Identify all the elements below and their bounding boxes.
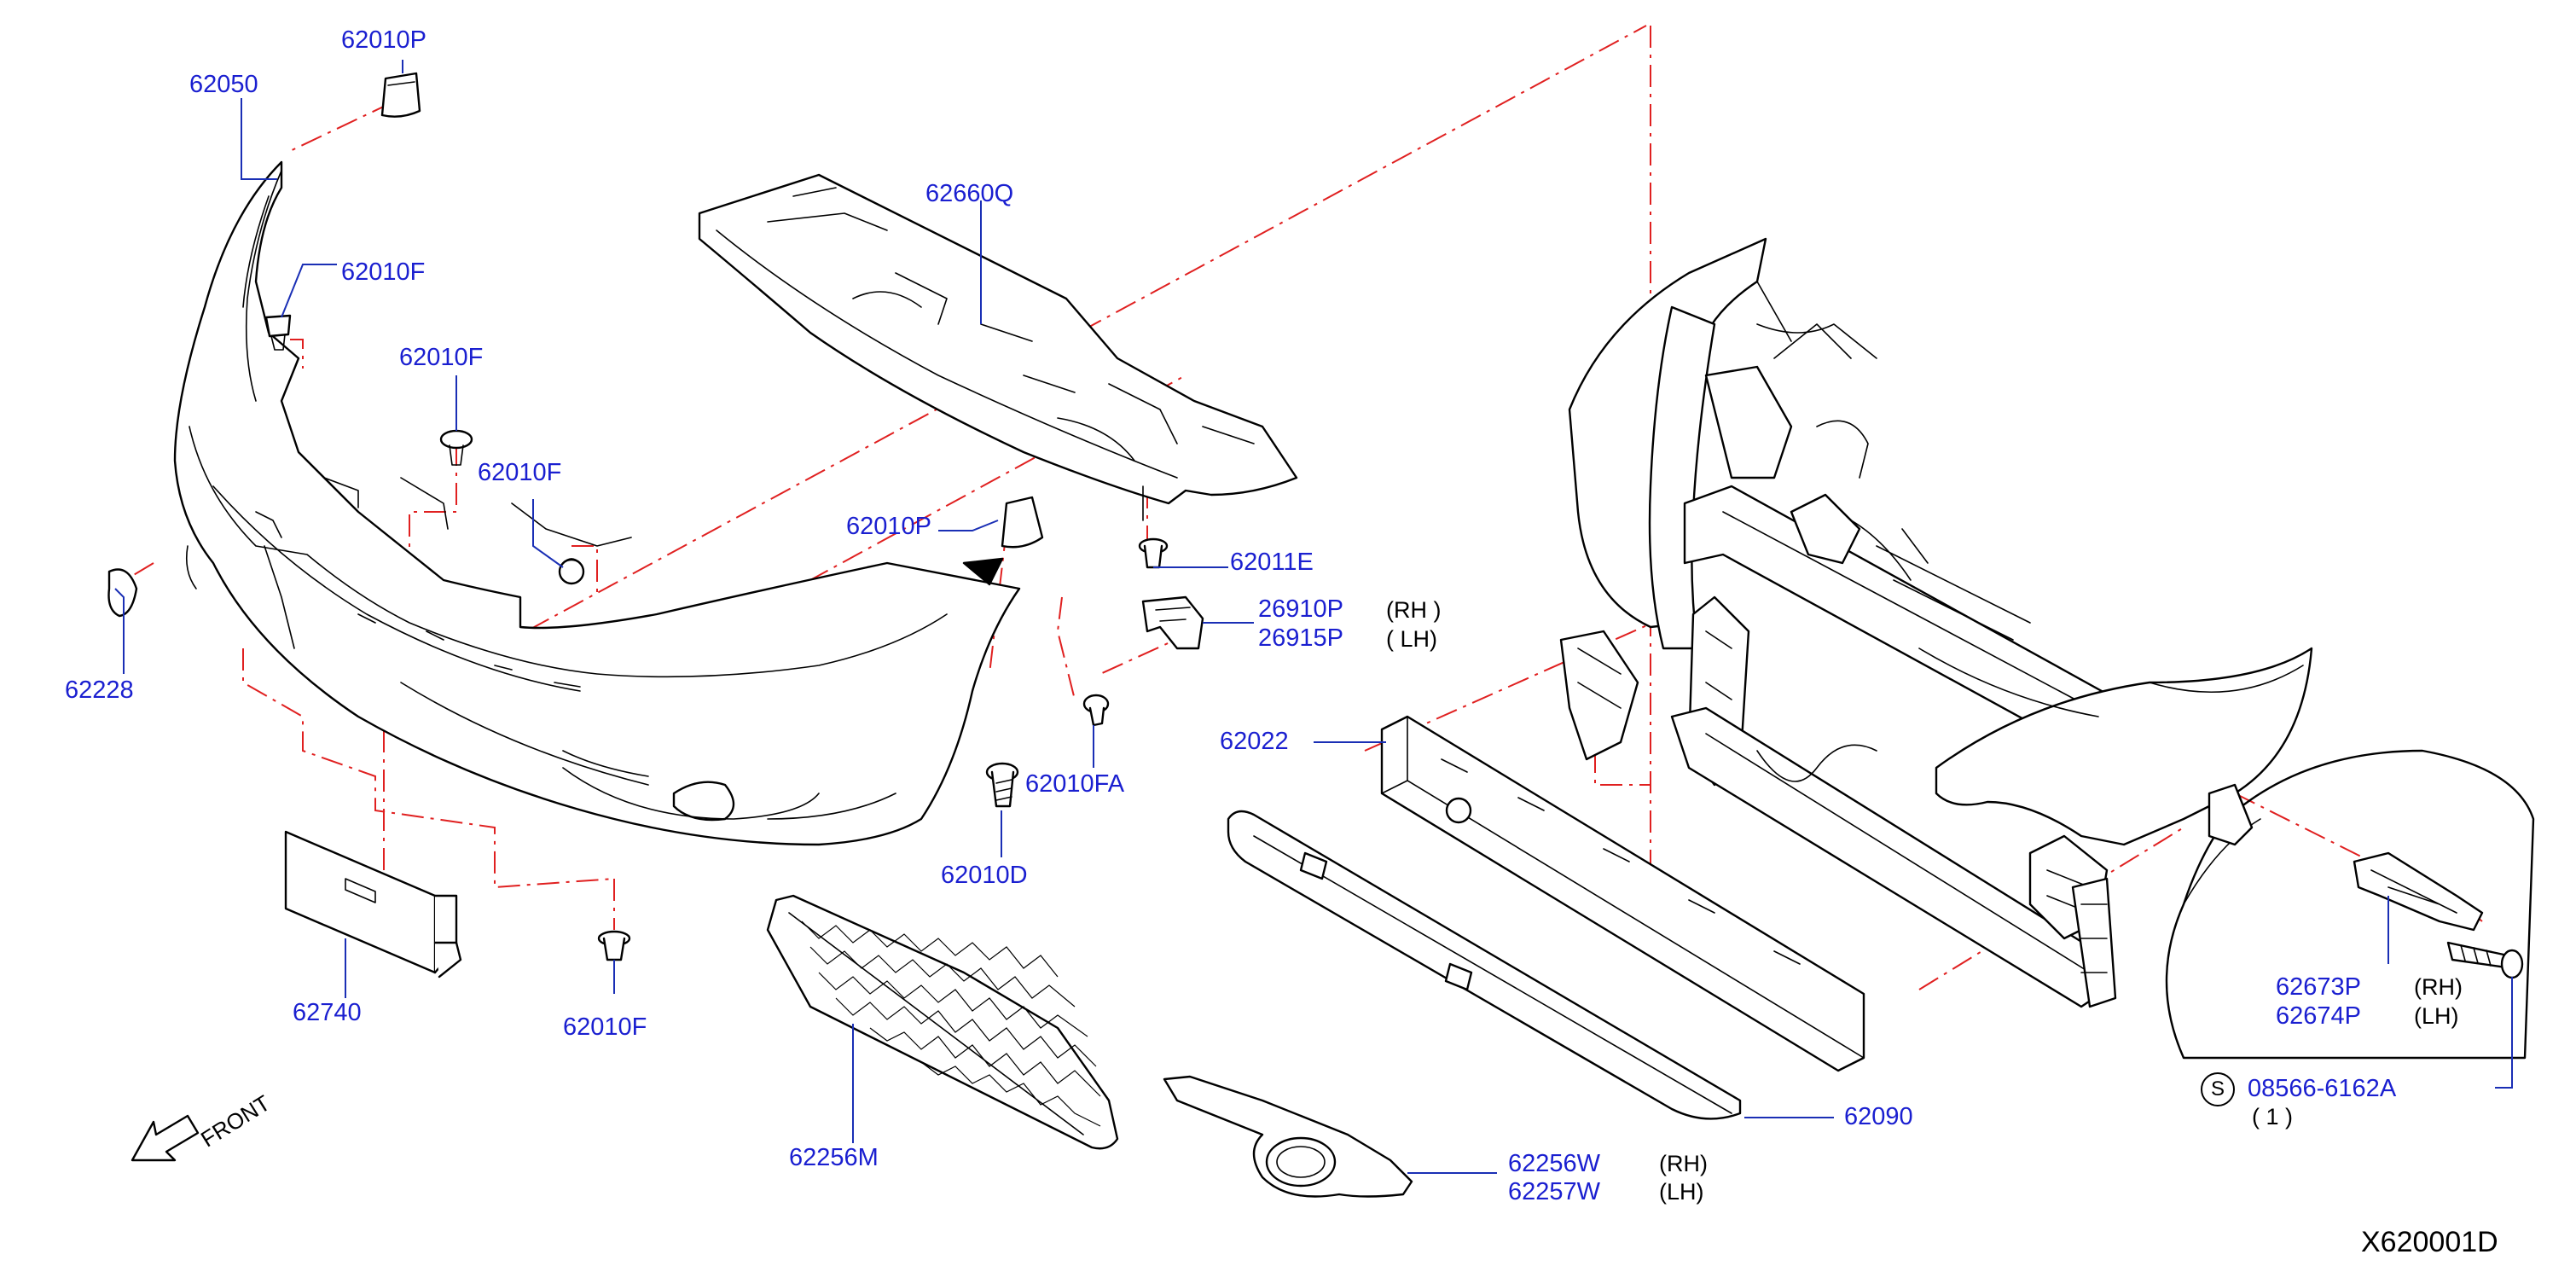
clip-62010P-top bbox=[380, 72, 421, 118]
screw-62010FA bbox=[1082, 694, 1110, 727]
label-62673P: 62673P bbox=[2276, 973, 2361, 1001]
bolt-08566 bbox=[2446, 941, 2524, 979]
license-plate-bracket bbox=[284, 830, 462, 979]
side-lh-2: (LH) bbox=[1659, 1179, 1704, 1205]
label-62010F-b: 62010F bbox=[399, 344, 484, 371]
lower-grille bbox=[766, 894, 1119, 1150]
diagram-code: X620001D bbox=[2361, 1226, 2498, 1258]
screw-62010D bbox=[985, 762, 1019, 808]
label-62090: 62090 bbox=[1844, 1103, 1913, 1130]
callout-leaders bbox=[114, 60, 2513, 1174]
bumper-reinforcement bbox=[1380, 715, 1865, 1072]
quantity-note: ( 1 ) bbox=[2252, 1104, 2294, 1130]
clip-62010P-mid bbox=[962, 496, 1044, 586]
tow-hook-cover-62228 bbox=[107, 568, 138, 618]
label-62022: 62022 bbox=[1220, 728, 1289, 755]
side-lh-1: ( LH) bbox=[1386, 626, 1437, 652]
label-62010F-a: 62010F bbox=[341, 258, 426, 286]
label-62660Q: 62660Q bbox=[925, 180, 1014, 207]
front-bumper-fascia bbox=[173, 160, 1021, 846]
label-62011E: 62011E bbox=[1230, 549, 1314, 576]
label-62050: 62050 bbox=[189, 71, 258, 98]
alignment-lines bbox=[110, 25, 2483, 990]
label-62228: 62228 bbox=[65, 677, 134, 704]
label-08566-6162A: 08566-6162A bbox=[2248, 1075, 2397, 1102]
label-62010P-top: 62010P bbox=[341, 26, 426, 54]
side-rh-3: (RH) bbox=[2414, 974, 2463, 1000]
label-26910P: 26910P bbox=[1258, 595, 1343, 623]
label-62010F-c: 62010F bbox=[478, 459, 562, 486]
label-26915P: 26915P bbox=[1258, 624, 1343, 652]
clip-62010F-mid bbox=[439, 429, 473, 466]
standard-part-mark: S bbox=[2201, 1072, 2235, 1106]
label-62010F-d: 62010F bbox=[563, 1013, 647, 1041]
label-62257W: 62257W bbox=[1508, 1178, 1601, 1205]
bumper-side-bracket bbox=[2353, 851, 2484, 932]
label-62740: 62740 bbox=[293, 999, 362, 1026]
clip-62010F-right bbox=[558, 558, 585, 585]
front-direction-arrow bbox=[131, 1114, 200, 1162]
label-62010D: 62010D bbox=[941, 862, 1028, 889]
label-62674P: 62674P bbox=[2276, 1002, 2361, 1030]
energy-absorber bbox=[1227, 810, 1742, 1120]
label-62010P-mid: 62010P bbox=[846, 513, 931, 540]
engine-under-cover bbox=[698, 173, 1298, 521]
side-rh-1: (RH ) bbox=[1386, 597, 1442, 623]
vehicle-front-structure bbox=[1559, 237, 2535, 1060]
lamp-bracket bbox=[1141, 595, 1204, 650]
fog-lamp-bezel bbox=[1163, 1075, 1413, 1198]
label-62256M: 62256M bbox=[789, 1144, 879, 1171]
clip-62011E bbox=[1138, 537, 1169, 569]
side-lh-3: (LH) bbox=[2414, 1003, 2459, 1029]
side-rh-2: (RH) bbox=[1659, 1151, 1708, 1176]
clip-62010F-bottom bbox=[597, 930, 631, 961]
label-62256W: 62256W bbox=[1508, 1150, 1601, 1177]
label-62010FA: 62010FA bbox=[1025, 770, 1125, 798]
